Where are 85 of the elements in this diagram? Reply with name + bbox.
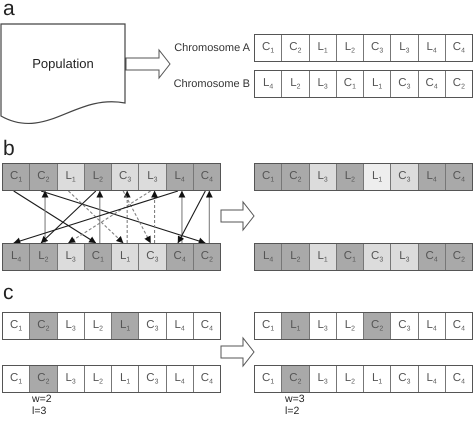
gene-cell: L$_{4}$ (3, 244, 30, 270)
gene-cell: L$_{2}$ (336, 164, 364, 190)
gene-cell: C$_{3}$ (391, 164, 418, 190)
gene-cell: L$_{2}$ (84, 164, 112, 190)
gene-cell: L$_{4}$ (418, 35, 446, 61)
gene-cell: L$_{3}$ (58, 366, 85, 392)
gene-cell: L$_{3}$ (139, 164, 166, 190)
gene-cell: C$_{2}$ (30, 164, 58, 190)
chromosome-bar (254, 312, 473, 340)
gene-cell: L$_{2}$ (282, 244, 310, 270)
gene-cell: C$_{2}$ (30, 366, 58, 392)
block-arrow (220, 200, 255, 232)
chromosome-bar (254, 243, 473, 271)
gene-cell: C$_{3}$ (112, 164, 140, 190)
gene-cell: L$_{3}$ (310, 313, 337, 339)
gene-cell: L$_{3}$ (58, 244, 85, 270)
chromosome-bar (254, 163, 473, 191)
gene-cell: L$_{3}$ (391, 244, 418, 270)
gene-cell: L$_{4}$ (166, 366, 194, 392)
gene-cell: L$_{4}$ (255, 244, 282, 270)
arrow (42, 190, 49, 243)
chromosome-bar (2, 365, 221, 393)
gene-cell: L$_{4}$ (166, 164, 194, 190)
parameter-label: w=2 (32, 394, 52, 406)
arrow (96, 190, 104, 243)
chromosome-bar (2, 163, 221, 191)
arrow (40, 190, 96, 244)
chromosome-bar (2, 312, 221, 340)
node-text: Population (32, 56, 94, 71)
gene-cell: C$_{3}$ (364, 244, 392, 270)
gene-cell: L$_{4}$ (166, 313, 194, 339)
arrow (124, 190, 131, 243)
gene-cell: L$_{4}$ (418, 313, 446, 339)
panel-letter: b (3, 137, 15, 160)
gene-cell: C$_{4}$ (194, 164, 220, 190)
panel-letter: c (3, 281, 14, 304)
arrow (151, 190, 158, 243)
gene-cell: C$_{3}$ (139, 244, 166, 270)
parameter-label: l=2 (285, 406, 300, 418)
arrow (68, 190, 124, 244)
chromosome-bar (2, 243, 221, 271)
gene-cell: L$_{1}$ (310, 35, 337, 61)
block-arrow (126, 48, 171, 80)
gene-cell: L$_{3}$ (310, 366, 337, 392)
gene-cell: C$_{1}$ (336, 244, 364, 270)
arrow (40, 190, 206, 244)
block-arrow (220, 336, 255, 368)
parameter-label: w=3 (285, 394, 305, 406)
gene-cell: L$_{1}$ (112, 244, 140, 270)
gene-cell: L$_{3}$ (58, 313, 85, 339)
gene-cell: L$_{2}$ (30, 244, 58, 270)
arrow (13, 190, 96, 244)
arrow (177, 190, 206, 244)
gene-cell: C$_{2}$ (30, 313, 58, 339)
gene-cell: C$_{4}$ (446, 164, 472, 190)
gene-cell: L$_{1}$ (282, 313, 310, 339)
row-label: Chromosome A (173, 42, 250, 54)
row-label: Chromosome B (172, 78, 250, 90)
gene-cell: C$_{1}$ (3, 164, 30, 190)
gene-cell: C$_{4}$ (418, 244, 446, 270)
gene-cell: L$_{1}$ (58, 164, 85, 190)
gene-cell: C$_{2}$ (446, 244, 472, 270)
gene-cell: L$_{1}$ (112, 313, 140, 339)
arrow (178, 190, 186, 243)
gene-cell: L$_{1}$ (310, 244, 337, 270)
panel-letter: a (3, 0, 15, 20)
gene-cell: L$_{4}$ (418, 164, 446, 190)
gene-cell: C$_{1}$ (255, 164, 282, 190)
gene-cell: L$_{1}$ (364, 164, 392, 190)
gene-cell: C$_{2}$ (282, 164, 310, 190)
chromosome-bar (254, 365, 473, 393)
arrow (68, 190, 151, 244)
gene-cell: L$_{3}$ (310, 164, 337, 190)
gene-cell: L$_{4}$ (418, 366, 446, 392)
gene-cell: C$_{2}$ (282, 366, 310, 392)
arrow (122, 190, 152, 244)
gene-cell: L$_{3}$ (310, 71, 337, 97)
gene-cell: C$_{2}$ (364, 313, 392, 339)
parameter-label: l=3 (32, 406, 46, 418)
gene-cell: C$_{2}$ (194, 244, 220, 270)
arrow (206, 190, 213, 243)
arrow (13, 190, 178, 244)
gene-cell: C$_{4}$ (166, 244, 194, 270)
gene-cell: C$_{1}$ (84, 244, 112, 270)
gene-cell: C$_{4}$ (418, 71, 446, 97)
